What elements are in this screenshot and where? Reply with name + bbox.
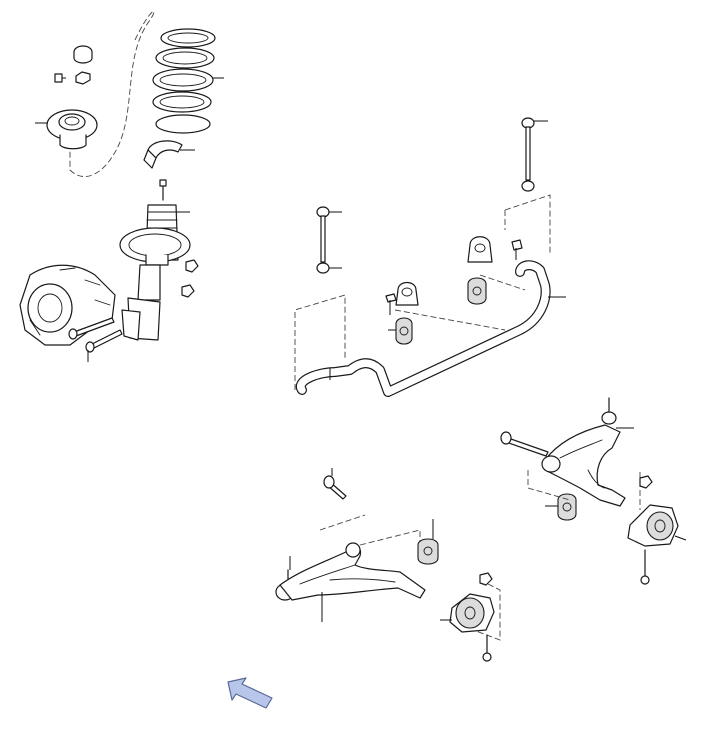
leader-line bbox=[674, 535, 687, 541]
coil-spring bbox=[152, 28, 224, 134]
left-arm-guide bbox=[319, 514, 501, 641]
right-arm-guide bbox=[527, 470, 641, 510]
right-lower-control-arm bbox=[500, 397, 687, 585]
steering-knuckle bbox=[19, 264, 116, 346]
stabilizer-guide-left bbox=[294, 294, 346, 390]
control-arm-left-bushing bbox=[417, 519, 439, 565]
control-arm-left-bolt bbox=[323, 468, 347, 500]
control-arm-right-nut bbox=[639, 475, 653, 489]
strut-bolt-lower bbox=[85, 329, 123, 362]
control-arm-left-ribs bbox=[299, 564, 396, 585]
stabilizer-bracket-left bbox=[385, 281, 419, 315]
strut-top-cap bbox=[73, 45, 93, 64]
front-strut-assembly bbox=[19, 10, 224, 362]
stabilizer-link-left bbox=[316, 206, 342, 274]
control-arm-right-bolt bbox=[500, 431, 549, 457]
stabilizer-bar-inner bbox=[296, 261, 550, 396]
strut-top-mount bbox=[35, 109, 98, 150]
stabilizer-bushing-left bbox=[388, 317, 413, 345]
small-nut bbox=[54, 73, 63, 83]
control-arm-left-rear-bushing bbox=[440, 593, 495, 633]
control-arm-right-rear-bolt bbox=[640, 549, 650, 585]
control-arm-right-rear-bushing bbox=[627, 504, 687, 547]
control-arm-right-bushing bbox=[545, 493, 577, 521]
strut-nut-upper bbox=[185, 259, 199, 273]
stabilizer-link-right bbox=[521, 117, 548, 192]
stabilizer-bar-assembly bbox=[294, 117, 566, 397]
strut-group-outline bbox=[69, 10, 155, 177]
strut-nut-lower bbox=[181, 284, 195, 298]
control-arm-right-front-eye bbox=[541, 455, 561, 473]
spring-seat bbox=[143, 140, 195, 169]
control-arm-left-body bbox=[279, 546, 426, 601]
control-arm-right-body bbox=[544, 424, 626, 507]
direction-arrow-icon bbox=[227, 677, 273, 709]
stabilizer-bracket-right bbox=[467, 236, 523, 263]
stabilizer-bushing-right bbox=[467, 277, 487, 305]
shock-absorber bbox=[119, 179, 191, 341]
control-arm-left-rear-bolt bbox=[482, 634, 492, 662]
strut-top-nut bbox=[54, 71, 91, 85]
control-arm-left-front-eye bbox=[345, 542, 361, 558]
strut-bolt-upper bbox=[68, 317, 115, 340]
stabilizer-guide-mid bbox=[394, 274, 526, 331]
control-arm-right-ribs bbox=[559, 439, 605, 489]
stabilizer-guide-right bbox=[504, 194, 551, 255]
left-lower-control-arm bbox=[275, 468, 501, 662]
control-arm-left-nut bbox=[479, 572, 493, 586]
ball-joint-right bbox=[601, 397, 634, 429]
